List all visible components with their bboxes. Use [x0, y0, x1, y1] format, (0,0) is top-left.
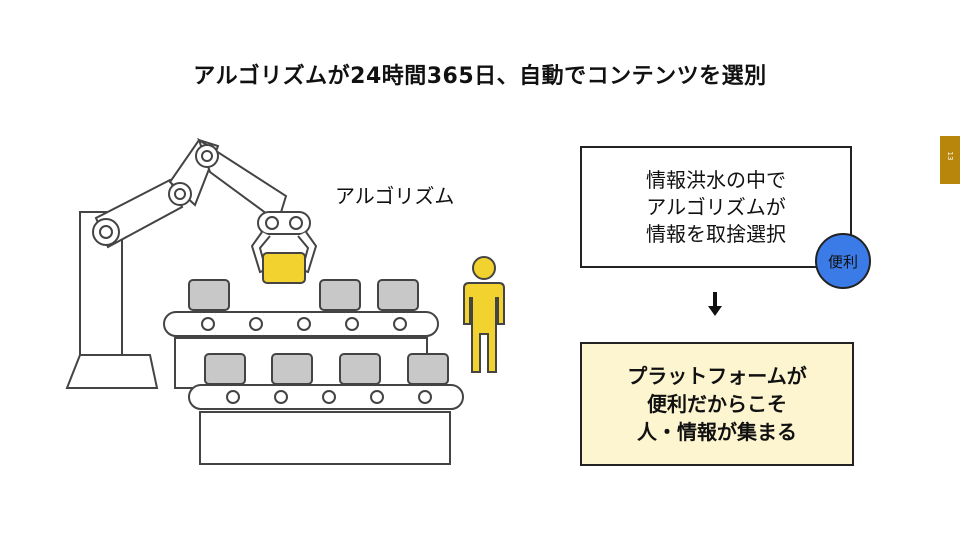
slide-title: アルゴリズムが24時間365日、自動でコンテンツを選別 — [193, 64, 767, 89]
conveyor-item — [188, 279, 230, 311]
info-line: 情報洪水の中で — [646, 167, 786, 192]
algorithm-label: アルゴリズム — [335, 184, 455, 208]
conveyor-item — [407, 353, 449, 385]
page-number-tab: 13 — [940, 136, 960, 184]
result-line: 便利だからこそ — [647, 392, 787, 416]
convenience-badge: 便利 — [815, 233, 871, 289]
conveyor-item — [271, 353, 313, 385]
result-line: 人・情報が集まる — [637, 420, 797, 444]
robot-base — [65, 354, 159, 389]
person-icon — [463, 256, 505, 373]
info-line: アルゴリズムが — [646, 194, 786, 219]
conveyor-item — [319, 279, 361, 311]
conveyor-item — [377, 279, 419, 311]
picked-item — [262, 252, 306, 284]
down-arrow-icon — [708, 292, 722, 316]
result-box: プラットフォームが 便利だからこそ 人・情報が集まる — [580, 342, 854, 466]
info-line: 情報を取捨選択 — [646, 221, 786, 246]
result-line: プラットフォームが — [627, 364, 807, 388]
conveyor-item — [339, 353, 381, 385]
conveyor-item — [204, 353, 246, 385]
info-box: 情報洪水の中で アルゴリズムが 情報を取捨選択 — [580, 146, 852, 268]
lower-conveyor-stand — [199, 411, 451, 465]
